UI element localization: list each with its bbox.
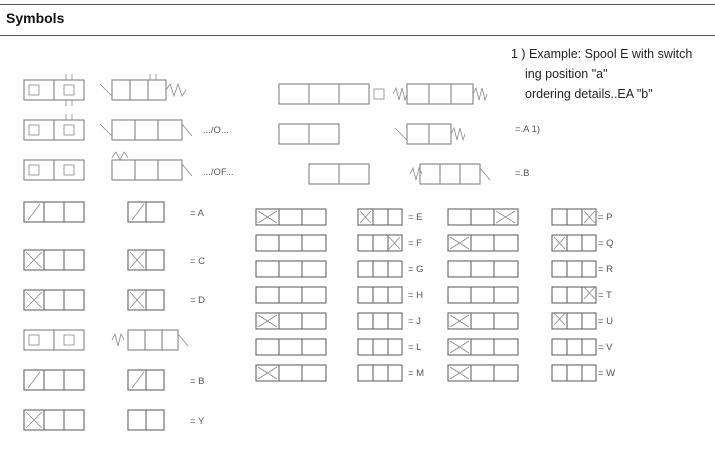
footnote-line-2: ing position "a" xyxy=(525,67,608,81)
valve-symbol-basic-3 xyxy=(23,159,85,181)
label-spool-c: = C xyxy=(190,256,206,267)
valve-symbol-mid-6 xyxy=(409,163,491,185)
spool-column-p-to-w xyxy=(447,208,597,382)
spool-symbol-y xyxy=(23,409,165,431)
label-spool-e: = E xyxy=(408,212,423,223)
label-spool-r: = R xyxy=(598,264,614,275)
label-spool-d: = D xyxy=(190,295,206,306)
label-spool-p: = P xyxy=(598,212,613,223)
valve-symbol-basic-2 xyxy=(23,114,85,141)
footnote-example: 1 ) Example: Spool E with switch ing pos… xyxy=(511,44,692,104)
section-title: Symbols xyxy=(6,10,65,26)
label-spool-q: = Q xyxy=(598,238,614,249)
label-spool-u: = U xyxy=(598,316,614,327)
valve-symbol-basic-1 xyxy=(23,74,85,106)
label-spool-a: = A xyxy=(190,208,204,219)
valve-symbol-solenoid-3 xyxy=(111,151,193,181)
valve-symbol-mid-2 xyxy=(392,83,488,105)
valve-symbol-mid-1 xyxy=(278,83,385,105)
label-spool-y: = Y xyxy=(190,416,205,427)
title-underline xyxy=(0,35,715,36)
label-spool-j: = J xyxy=(408,316,421,327)
label-slash-o: .../O... xyxy=(203,125,229,136)
label-spool-w: = W xyxy=(598,368,616,379)
spool-symbol-e-example xyxy=(23,329,189,351)
label-spool-l: = L xyxy=(408,342,422,353)
spool-symbol-a xyxy=(23,201,165,223)
valve-symbol-mid-4 xyxy=(394,123,466,145)
label-spool-f: = F xyxy=(408,238,422,249)
valve-symbol-mid-3 xyxy=(278,123,340,145)
spool-symbol-c xyxy=(23,249,165,271)
valve-symbol-solenoid-2 xyxy=(99,119,193,141)
label-a1: =.A 1) xyxy=(515,124,541,135)
spool-column-e-to-m xyxy=(255,208,403,382)
valve-symbol-mid-5 xyxy=(308,163,370,185)
footnote-line-3: ordering details..EA "b" xyxy=(525,87,653,101)
label-spool-v: = V xyxy=(598,342,613,353)
label-slash-of: .../OF... xyxy=(203,167,234,178)
label-spool-m: = M xyxy=(408,368,425,379)
footnote-line-1: 1 ) Example: Spool E with switch xyxy=(511,47,693,61)
label-spool-t: = T xyxy=(598,290,612,301)
label-spool-g: = G xyxy=(408,264,424,275)
top-rule xyxy=(0,4,715,5)
valve-symbol-solenoid-1 xyxy=(99,74,187,101)
spool-symbol-b xyxy=(23,369,165,391)
label-dot-b: =.B xyxy=(515,168,530,179)
label-spool-b: = B xyxy=(190,376,205,387)
spool-symbol-d xyxy=(23,289,165,311)
label-spool-h: = H xyxy=(408,290,424,301)
